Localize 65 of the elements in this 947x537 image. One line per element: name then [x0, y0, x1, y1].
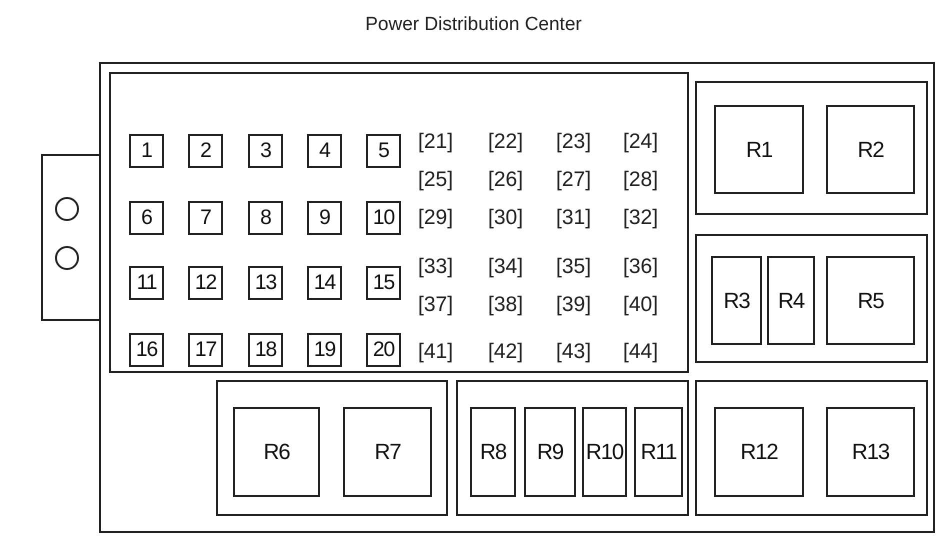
relay-slot: R9	[524, 407, 576, 497]
relay-slot: R2	[826, 105, 915, 194]
fuse-slot: 5	[366, 134, 401, 168]
fuse-slot: 4	[307, 134, 342, 168]
mini-fuse-label: [26]	[488, 168, 524, 192]
mini-fuse-label: [27]	[556, 168, 592, 192]
mini-fuse-label: [21]	[418, 130, 454, 154]
fuse-slot: 7	[188, 201, 223, 235]
mini-fuse-label: [43]	[556, 340, 592, 364]
fuse-slot: 8	[248, 201, 283, 235]
fuse-slot: 16	[129, 333, 164, 367]
fuse-slot: 17	[188, 333, 223, 367]
mini-fuse-label: [42]	[488, 340, 524, 364]
fuse-slot: 6	[129, 201, 164, 235]
mini-fuse-label: [33]	[418, 255, 454, 279]
mini-fuse-label: [41]	[418, 340, 454, 364]
relay-slot: R11	[634, 407, 683, 497]
fuse-slot: 14	[307, 266, 342, 300]
fuse-slot: 9	[307, 201, 342, 235]
relay-panel	[456, 380, 689, 516]
relay-slot: R8	[470, 407, 516, 497]
mini-fuse-label: [32]	[623, 206, 658, 230]
fuse-box-housing	[99, 62, 935, 533]
fuse-slot: 19	[307, 333, 342, 367]
relay-slot: R10	[582, 407, 627, 497]
diagram-title: Power Distribution Center	[364, 14, 583, 36]
fuse-slot: 12	[188, 266, 223, 300]
mini-fuse-label: [40]	[623, 293, 658, 317]
fuse-panel	[109, 72, 689, 373]
relay-slot: R13	[826, 407, 915, 497]
mini-fuse-label: [36]	[623, 255, 658, 279]
fuse-slot: 1	[129, 134, 164, 168]
relay-slot: R1	[714, 105, 804, 194]
mini-fuse-label: [34]	[488, 255, 524, 279]
fuse-slot: 20	[366, 333, 401, 367]
mini-fuse-label: [35]	[556, 255, 592, 279]
mini-fuse-label: [25]	[418, 168, 454, 192]
relay-panel	[695, 81, 928, 215]
relay-panel	[695, 234, 928, 363]
mini-fuse-label: [31]	[556, 206, 592, 230]
relay-slot: R7	[343, 407, 432, 497]
relay-slot: R6	[233, 407, 320, 497]
mini-fuse-label: [39]	[556, 293, 592, 317]
mini-fuse-label: [29]	[418, 206, 454, 230]
mini-fuse-label: [38]	[488, 293, 524, 317]
mini-fuse-label: [23]	[556, 130, 592, 154]
fuse-slot: 18	[248, 333, 283, 367]
fuse-slot: 10	[366, 201, 401, 235]
fuse-slot: 2	[188, 134, 223, 168]
relay-slot: R4	[767, 256, 815, 345]
relay-slot: R3	[711, 256, 762, 345]
mini-fuse-label: [44]	[623, 340, 658, 364]
mini-fuse-label: [30]	[488, 206, 524, 230]
relay-slot: R5	[826, 256, 915, 345]
fuse-slot: 11	[129, 266, 164, 300]
relay-slot: R12	[714, 407, 804, 497]
fuse-slot: 15	[366, 266, 401, 300]
mini-fuse-label: [37]	[418, 293, 454, 317]
relay-panel	[695, 380, 928, 516]
mini-fuse-label: [24]	[623, 130, 658, 154]
fuse-slot: 13	[248, 266, 283, 300]
mini-fuse-label: [28]	[623, 168, 658, 192]
mini-fuse-label: [22]	[488, 130, 524, 154]
fuse-slot: 3	[248, 134, 283, 168]
relay-panel	[216, 380, 448, 516]
